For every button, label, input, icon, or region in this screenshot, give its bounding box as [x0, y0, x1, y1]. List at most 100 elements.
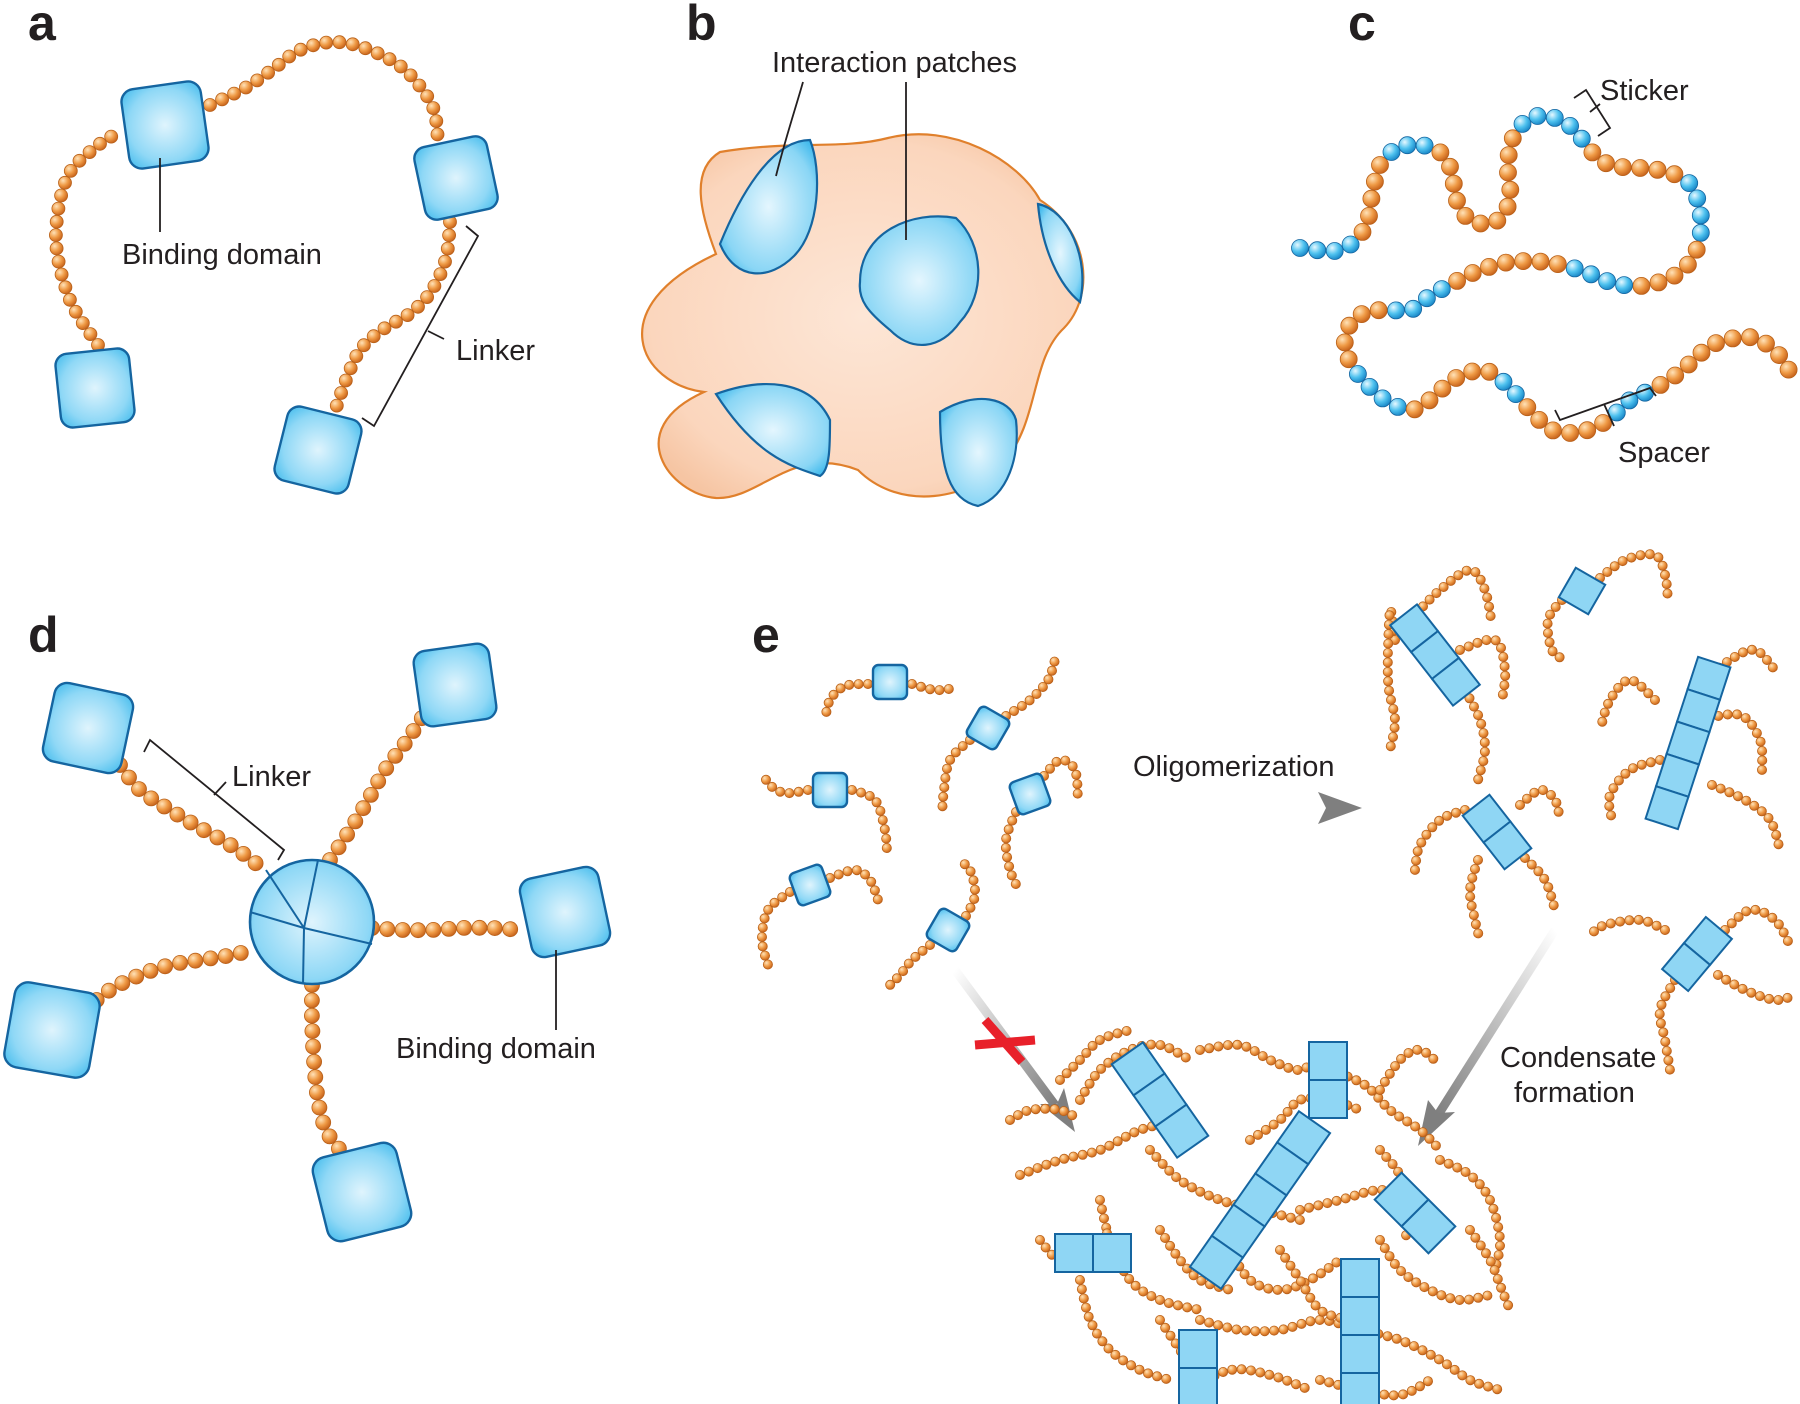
linker-bead — [1442, 1359, 1453, 1370]
binding-domain-shape — [811, 771, 849, 809]
linker-bead — [1420, 391, 1439, 410]
linker-bead — [1103, 1031, 1114, 1042]
oligomer-unit — [1340, 1258, 1380, 1298]
blocked-pathway-cross-icon — [974, 1017, 1036, 1065]
linker-bead — [203, 98, 217, 112]
binding-domain-shape — [788, 863, 832, 907]
linker-bead — [1145, 1145, 1156, 1156]
linker-bead — [1452, 1162, 1463, 1173]
linker-bead — [1465, 1225, 1476, 1236]
linker-bead — [355, 800, 372, 817]
linker-bead — [1003, 824, 1014, 835]
linker-bead — [1097, 1204, 1108, 1215]
linker-bead — [93, 136, 107, 151]
linker-bead — [968, 875, 979, 886]
linker-bead — [502, 921, 519, 938]
linker-bead — [1260, 1124, 1271, 1135]
linker-bead — [1620, 676, 1631, 687]
cross-stroke-2 — [974, 1035, 1036, 1050]
linker-bead — [1779, 360, 1798, 379]
panel-e-oligomer-5-arm-1 — [1589, 914, 1671, 937]
linker-bead — [1060, 755, 1071, 766]
linker-bead — [1733, 912, 1744, 923]
linker-bead — [1663, 1055, 1674, 1066]
linker-bead — [761, 774, 772, 785]
linker-bead — [1155, 1040, 1166, 1051]
hub-divider-1 — [303, 859, 319, 929]
linker-bead — [938, 791, 949, 802]
linker-bead — [222, 837, 239, 854]
linker-bead — [1470, 567, 1481, 578]
linker-bead — [1548, 900, 1559, 911]
linker-bead — [1741, 906, 1752, 917]
linker-bead — [1554, 652, 1565, 663]
linker-bead — [1498, 197, 1517, 216]
linker-bead — [1411, 1277, 1422, 1288]
linker-bead — [833, 869, 844, 880]
linker-bead — [1160, 1233, 1171, 1244]
linker-bead — [1087, 1040, 1098, 1051]
linker-bead — [1396, 1266, 1407, 1277]
linker-bead — [1679, 355, 1698, 374]
linker-bead — [1253, 1129, 1264, 1140]
linker-bead — [1157, 1159, 1168, 1170]
linker-bead — [1292, 1065, 1303, 1076]
linker-bead — [1461, 565, 1472, 576]
oligomer-unit — [1340, 1372, 1380, 1404]
linker-bead — [1004, 861, 1015, 872]
linker-bead — [440, 241, 455, 256]
sticker-bead — [1513, 115, 1532, 133]
sticker-bead — [1598, 272, 1616, 291]
linker-bead — [1620, 768, 1631, 779]
linker-bead — [1075, 1055, 1086, 1066]
linker-bead — [411, 299, 425, 314]
panel-c-chain — [1291, 107, 1798, 442]
panel-e-monomer-3-domain — [811, 771, 849, 809]
linker-bead — [939, 782, 950, 793]
panel-d-binding-domain-2 — [412, 642, 498, 728]
linker-bead — [1375, 1145, 1386, 1156]
binding-domain-shape — [518, 865, 612, 959]
sticker-bead — [1572, 129, 1591, 148]
binding-domain-shape — [871, 663, 909, 701]
oligomer-unit — [1644, 784, 1690, 831]
linker-bead — [1218, 1367, 1229, 1378]
linker-bead — [1379, 1243, 1390, 1254]
linker-bead — [1366, 172, 1384, 191]
linker-bead — [1382, 657, 1393, 668]
linker-bead — [1773, 919, 1784, 930]
panel-a-linker-label: Linker — [456, 335, 535, 367]
linker-bead — [1594, 414, 1612, 432]
panel-d-oligomerization-hub — [248, 858, 376, 986]
linker-bead — [793, 786, 804, 797]
linker-bead — [1124, 1274, 1135, 1285]
sticker-bead — [1325, 242, 1344, 260]
linker-bead — [1112, 1028, 1123, 1039]
linker-bead — [303, 1007, 320, 1024]
linker-bead — [757, 922, 768, 933]
linker-bead — [1282, 1375, 1293, 1386]
linker-bead — [1385, 741, 1396, 752]
linker-bead — [1375, 1235, 1386, 1246]
linker-bead — [1178, 1177, 1189, 1188]
linker-bead — [1120, 1131, 1131, 1142]
linker-bead — [1049, 656, 1060, 667]
linker-bead — [875, 806, 886, 817]
linker-bead — [49, 241, 64, 256]
binding-domain-shape — [41, 681, 135, 775]
linker-bead — [917, 945, 928, 956]
linker-bead — [247, 855, 264, 872]
linker-bead — [1410, 864, 1421, 875]
binding-domain-shape — [311, 1141, 413, 1243]
linker-bead — [1310, 1300, 1321, 1311]
linker-bead — [1379, 1076, 1390, 1087]
linker-bead — [762, 959, 773, 970]
linker-bead — [1305, 1316, 1316, 1327]
linker-bead — [1295, 1276, 1306, 1287]
linker-bead — [1383, 638, 1394, 649]
linker-bead — [1617, 556, 1628, 567]
linker-bead — [54, 188, 68, 203]
linker-bead — [1079, 1086, 1090, 1097]
panel-d-binding-domain-4 — [3, 981, 101, 1079]
linker-bead — [334, 386, 349, 400]
